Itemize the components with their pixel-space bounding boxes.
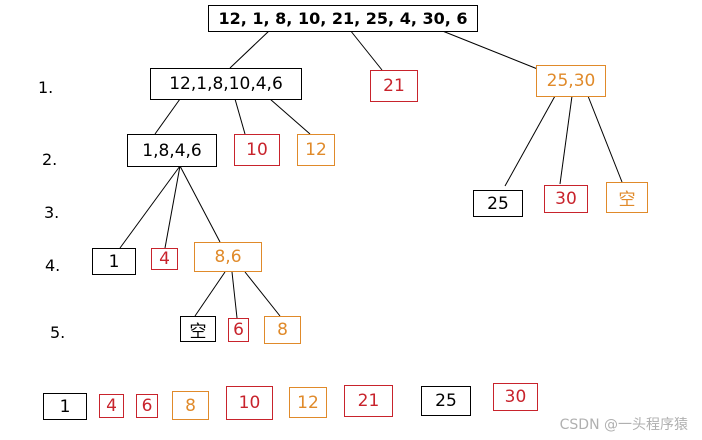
edge-root-n1-mid (349, 29, 383, 71)
edge-n86-n6 (231, 271, 238, 319)
level-label-4: 4. (45, 256, 61, 275)
node-30: 30 (544, 185, 588, 213)
node-l4-86: 8,6 (194, 242, 262, 272)
edge-n1-right-n25 (504, 95, 556, 187)
result-8: 8 (172, 391, 209, 420)
result-30: 30 (493, 383, 538, 411)
result-12: 12 (289, 387, 327, 418)
level-label-2: 2. (42, 150, 58, 169)
node-l4-1: 1 (92, 248, 136, 275)
result-21: 21 (344, 385, 393, 417)
edge-n2-left-n1 (119, 165, 181, 249)
level-label-5: 5. (50, 323, 66, 342)
watermark: CSDN @一头程序猿 (559, 417, 688, 433)
edge-n2-left-n86 (179, 165, 221, 243)
node-l5-empty: 空 (180, 316, 216, 342)
node-l4-4: 4 (151, 248, 178, 270)
edge-n86-n8 (244, 271, 281, 317)
node-l2-left: 1,8,4,6 (127, 134, 217, 167)
edge-n1-right-n30 (559, 95, 573, 185)
edge-n86-empty (194, 271, 226, 317)
edge-root-n1-right (439, 29, 546, 73)
result-6: 6 (136, 394, 158, 418)
level-label-1: 1. (38, 78, 54, 97)
edge-n1-left-n2-right (269, 98, 311, 135)
node-l5-6: 6 (228, 318, 249, 342)
node-25: 25 (473, 190, 523, 217)
result-10: 10 (226, 386, 273, 420)
node-l2-mid: 10 (234, 134, 280, 166)
node-l1-mid: 21 (370, 70, 418, 102)
edge-root-n1-left (229, 29, 271, 69)
node-root: 12, 1, 8, 10, 21, 25, 4, 30, 6 (208, 5, 478, 32)
edge-n1-left-n2-mid (234, 98, 246, 135)
node-l1-left: 12,1,8,10,4,6 (150, 68, 302, 100)
edge-n2-left-n4 (164, 165, 181, 249)
result-25: 25 (421, 386, 471, 416)
node-l1-right: 25,30 (536, 65, 606, 97)
result-1: 1 (43, 393, 87, 420)
level-label-3: 3. (44, 203, 60, 222)
node-l5-8: 8 (264, 316, 301, 344)
edge-n1-right-empty (587, 95, 623, 183)
node-empty-right: 空 (606, 182, 648, 213)
edge-n1-left-n2-left (154, 98, 181, 135)
result-4: 4 (99, 394, 124, 418)
node-l2-right: 12 (297, 134, 335, 166)
